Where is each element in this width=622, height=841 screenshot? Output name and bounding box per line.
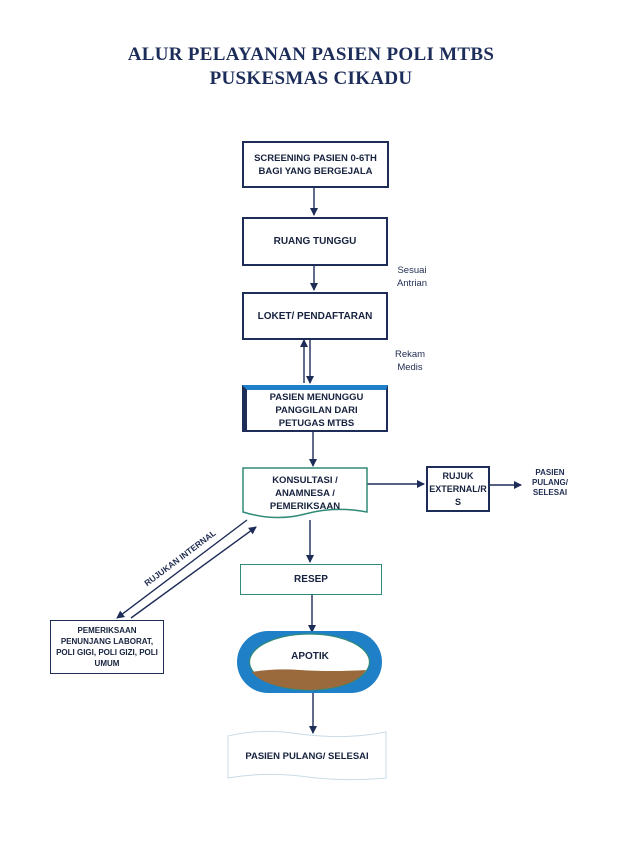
node-apotik: APOTIK (291, 650, 329, 662)
page-title: ALUR PELAYANAN PASIEN POLI MTBS (127, 44, 495, 65)
node-pasien-menunggu: PASIEN MENUNGGU PANGGILAN DARI PETUGAS M… (242, 385, 388, 432)
node-konsultasi: KONSULTASI / ANAMNESA / PEMERIKSAAN (269, 475, 341, 512)
node-ruang-tunggu: RUANG TUNGGU (242, 217, 388, 266)
arrow-penunjang-to-konsultasi (130, 526, 257, 619)
node-pasien-pulang-kanan: PASIEN PULANG/ SELESAI (532, 468, 568, 497)
konsultasi-shape (242, 467, 368, 519)
apotik-brown-fill (252, 669, 366, 690)
node-resep: RESEP (240, 564, 382, 595)
pulang-akhir-shape (227, 730, 387, 781)
node-rujuk-external: RUJUK EXTERNAL/R S (426, 466, 490, 512)
note-sesuai-antrian: Sesuai Antrian (396, 265, 428, 289)
node-pemeriksaan-penunjang: PEMERIKSAAN PENUNJANG LABORAT, POLI GIGI… (50, 620, 164, 674)
arrow-konsultasi-to-penunjang (116, 519, 248, 619)
node-screening: SCREENING PASIEN 0-6TH BAGI YANG BERGEJA… (242, 141, 389, 188)
page-subtitle: PUSKESMAS CIKADU (209, 68, 413, 89)
note-rekam-medis: Rekam Medis (394, 349, 426, 373)
node-pasien-pulang-akhir: PASIEN PULANG/ SELESAI (245, 750, 369, 762)
node-loket-pendaftaran: LOKET/ PENDAFTARAN (242, 292, 388, 340)
